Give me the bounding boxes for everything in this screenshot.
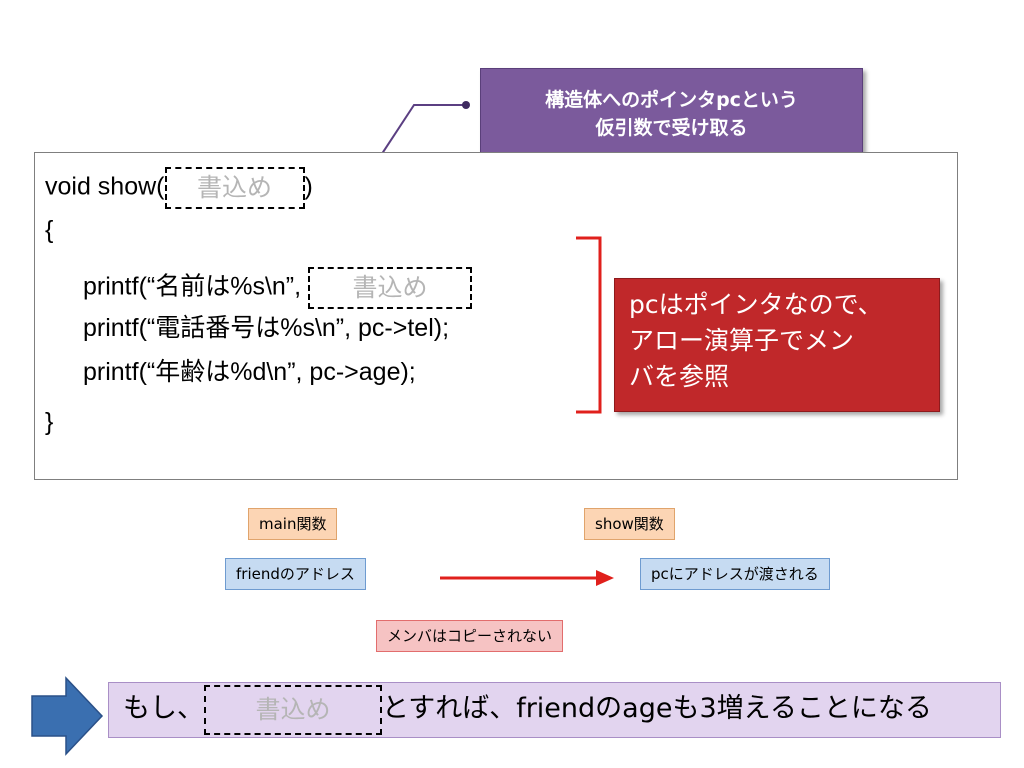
blank-name-arg[interactable]: 書込め	[308, 267, 473, 309]
code-line-1-prefix: void show(	[45, 172, 165, 201]
code-line-1-suffix: )	[304, 172, 313, 201]
main-function-label: main関数	[248, 508, 338, 540]
friend-address-label: friendのアドレス	[225, 558, 366, 590]
arrow-operator-note: pcはポインタなので、 アロー演算子でメン バを参照	[614, 278, 940, 412]
show-function-label: show関数	[584, 508, 675, 540]
code-line-5: printf(“年齢は%d\n”, pc->age);	[83, 358, 416, 386]
callout-line1: 構造体へのポインタpcという	[545, 89, 798, 111]
code-line-1: void show(書込め)	[45, 167, 313, 209]
connector-polyline	[369, 104, 466, 173]
pc-address-label: pcにアドレスが渡される	[640, 558, 830, 590]
banner-prefix: もし、	[123, 693, 204, 724]
big-arrow-icon	[31, 676, 104, 756]
red-note-line2: アロー演算子でメン	[629, 326, 855, 355]
connector-dot-end	[462, 101, 470, 109]
red-note-line1: pcはポインタなので、	[629, 290, 883, 319]
transfer-arrow	[440, 570, 614, 586]
blank-banner[interactable]: 書込め	[204, 684, 382, 735]
code-line-2: {	[45, 216, 54, 244]
code-line-4: printf(“電話番号は%s\n”, pc->tel);	[83, 314, 450, 342]
code-line-3: printf(“名前は%s\n”, 書込め	[83, 267, 473, 309]
callout-line2: 仮引数で受け取る	[595, 117, 748, 139]
red-note-line3: バを参照	[629, 362, 730, 391]
blank-parameter[interactable]: 書込め	[164, 167, 305, 209]
code-line-6: }	[45, 408, 54, 436]
code-box: void show(書込め) { printf(“名前は%s\n”, 書込め p…	[34, 152, 958, 480]
red-bracket	[576, 236, 602, 414]
big-arrow-shape	[31, 676, 104, 756]
no-copy-label: メンバはコピーされない	[376, 620, 564, 652]
code-line-3-prefix: printf(“名前は%s\n”,	[83, 272, 309, 301]
red-bracket-path	[576, 236, 602, 414]
transfer-arrow-head	[596, 570, 614, 586]
banner-suffix: とすれば、friendのageも3増えることになる	[382, 693, 932, 724]
conclusion-banner: もし、書込めとすれば、friendのageも3増えることになる	[108, 682, 1001, 738]
pointer-callout: 構造体へのポインタpcという 仮引数で受け取る	[480, 68, 863, 160]
